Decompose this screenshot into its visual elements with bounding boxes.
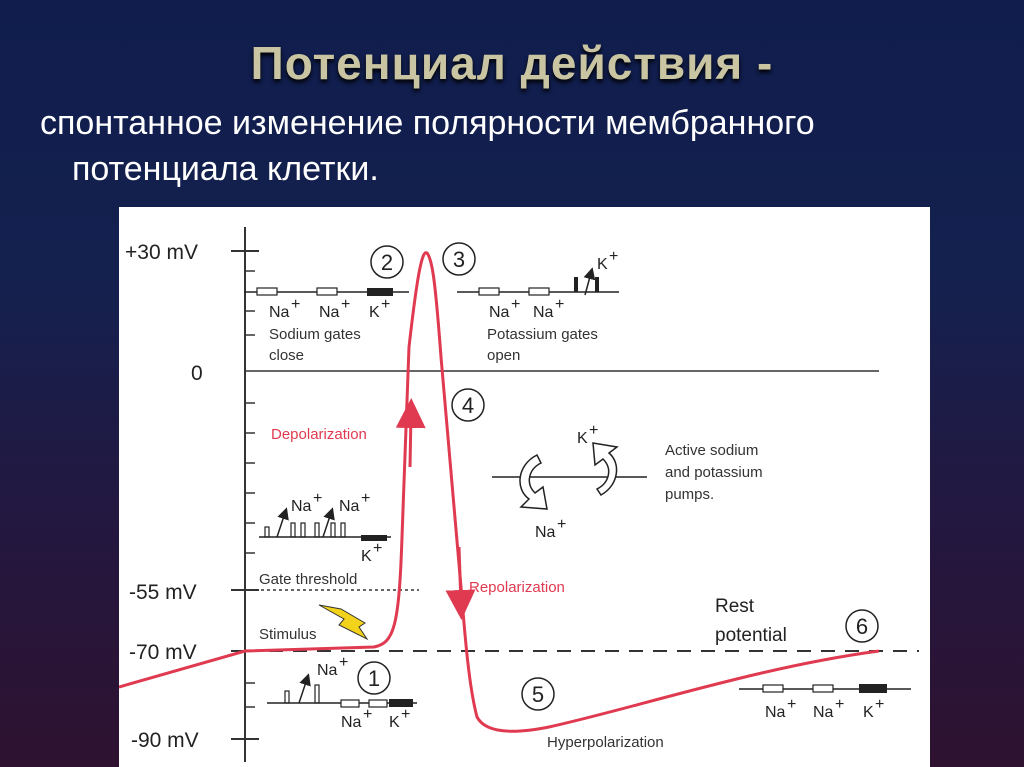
pumps-text-3: pumps. xyxy=(665,486,714,503)
svg-text:K: K xyxy=(597,256,608,273)
membrane-potassium-open: K + Na + Na + Potassium gates open xyxy=(457,248,619,364)
step-5-circle xyxy=(521,677,555,711)
svg-text:+: + xyxy=(373,540,382,557)
svg-text:+: + xyxy=(835,696,844,713)
sodium-close-text-1: Sodium gates xyxy=(269,326,361,343)
step-4-label: 4 xyxy=(462,393,474,418)
svg-text:+: + xyxy=(511,296,520,313)
step-6-label: 6 xyxy=(856,614,868,639)
svg-text:Na: Na xyxy=(489,304,510,321)
tick-label-minus70: -70 mV xyxy=(129,641,197,664)
membrane-depolarization: Na + Na + K + xyxy=(259,490,391,565)
svg-text:Na: Na xyxy=(269,304,290,321)
membrane-rest-step1: Na + Na + K + xyxy=(267,654,417,731)
svg-text:+: + xyxy=(339,654,348,671)
step-1-label: 1 xyxy=(368,666,380,691)
potassium-open-text-1: Potassium gates xyxy=(487,326,598,343)
sodium-pump-arrow-icon xyxy=(519,453,548,510)
subtitle-line-1: спонтанное изменение полярности мембранн… xyxy=(40,104,815,142)
step-3-label: 3 xyxy=(453,247,465,272)
step-4-circle xyxy=(451,388,485,422)
svg-text:+: + xyxy=(557,516,566,533)
svg-text:Na: Na xyxy=(339,498,360,515)
axis-minor-ticks xyxy=(245,270,255,708)
svg-text:K: K xyxy=(369,304,380,321)
svg-text:Na: Na xyxy=(291,498,312,515)
svg-text:+: + xyxy=(381,296,390,313)
stimulus-bolt-icon xyxy=(318,604,369,641)
svg-text:Na: Na xyxy=(533,304,554,321)
svg-text:+: + xyxy=(361,490,370,507)
action-potential-diagram: +30 mV 0 -55 mV -70 mV -90 mV 2 3 4 1 5 xyxy=(119,207,930,767)
svg-text:Na: Na xyxy=(813,704,834,721)
step-3-circle xyxy=(442,242,476,276)
slide-subtitle: спонтанное изменение полярности мембранн… xyxy=(40,100,1000,192)
ion-pumps: K + Na + Active sodium and potassium pum… xyxy=(492,422,763,541)
potassium-pump-arrow-icon xyxy=(592,442,619,496)
svg-text:K: K xyxy=(361,548,372,565)
tick-label-plus30: +30 mV xyxy=(125,241,198,264)
step-markers: 2 3 4 1 5 6 xyxy=(357,242,879,711)
svg-text:+: + xyxy=(291,296,300,313)
pumps-text-2: and potassium xyxy=(665,464,763,481)
step-2-circle xyxy=(370,245,404,279)
step-5-label: 5 xyxy=(532,682,544,707)
svg-text:Na: Na xyxy=(319,304,340,321)
svg-text:Na: Na xyxy=(341,714,362,731)
tick-label-minus55: -55 mV xyxy=(129,581,197,604)
svg-text:+: + xyxy=(363,706,372,723)
svg-text:+: + xyxy=(313,490,322,507)
gate-threshold-label: Gate threshold xyxy=(259,571,357,588)
slide-title: Потенциал действия - xyxy=(250,37,774,89)
action-potential-curve xyxy=(119,251,880,733)
step-6-circle xyxy=(845,609,879,643)
repolarization-label: Repolarization xyxy=(469,579,565,596)
rest-label-line1: Rest xyxy=(715,596,755,617)
svg-text:+: + xyxy=(555,296,564,313)
svg-text:+: + xyxy=(589,422,598,439)
step-2-label: 2 xyxy=(381,250,393,275)
tick-label-minus90: -90 mV xyxy=(131,729,199,752)
membrane-sodium-close: Na + Na + K + Sodium gates close xyxy=(244,287,409,364)
svg-text:+: + xyxy=(787,696,796,713)
svg-text:+: + xyxy=(401,706,410,723)
svg-text:+: + xyxy=(609,248,618,265)
svg-text:K: K xyxy=(863,704,874,721)
depolarization-label: Depolarization xyxy=(271,426,367,443)
svg-text:Na: Na xyxy=(317,662,338,679)
sodium-close-text-2: close xyxy=(269,347,304,364)
depolarization-arrow xyxy=(395,398,426,468)
svg-text:+: + xyxy=(875,696,884,713)
tick-label-zero: 0 xyxy=(191,362,203,385)
stimulus-label: Stimulus xyxy=(259,626,317,643)
membrane-rest-step6: Na + Na + K + xyxy=(739,684,911,721)
step-1-circle xyxy=(357,661,391,695)
rest-label-line2: potential xyxy=(715,625,787,646)
svg-text:K: K xyxy=(389,714,400,731)
svg-text:Na: Na xyxy=(535,524,556,541)
svg-text:+: + xyxy=(341,296,350,313)
potassium-open-text-2: open xyxy=(487,347,520,364)
svg-text:K: K xyxy=(577,430,588,447)
repolarization-arrow xyxy=(445,546,476,620)
subtitle-line-2: потенциала клетки. xyxy=(72,150,379,188)
hyperpolarization-label: Hyperpolarization xyxy=(547,734,664,751)
diagram-canvas: +30 mV 0 -55 mV -70 mV -90 mV 2 3 4 1 5 xyxy=(119,227,919,762)
pumps-text-1: Active sodium xyxy=(665,442,758,459)
svg-text:Na: Na xyxy=(765,704,786,721)
